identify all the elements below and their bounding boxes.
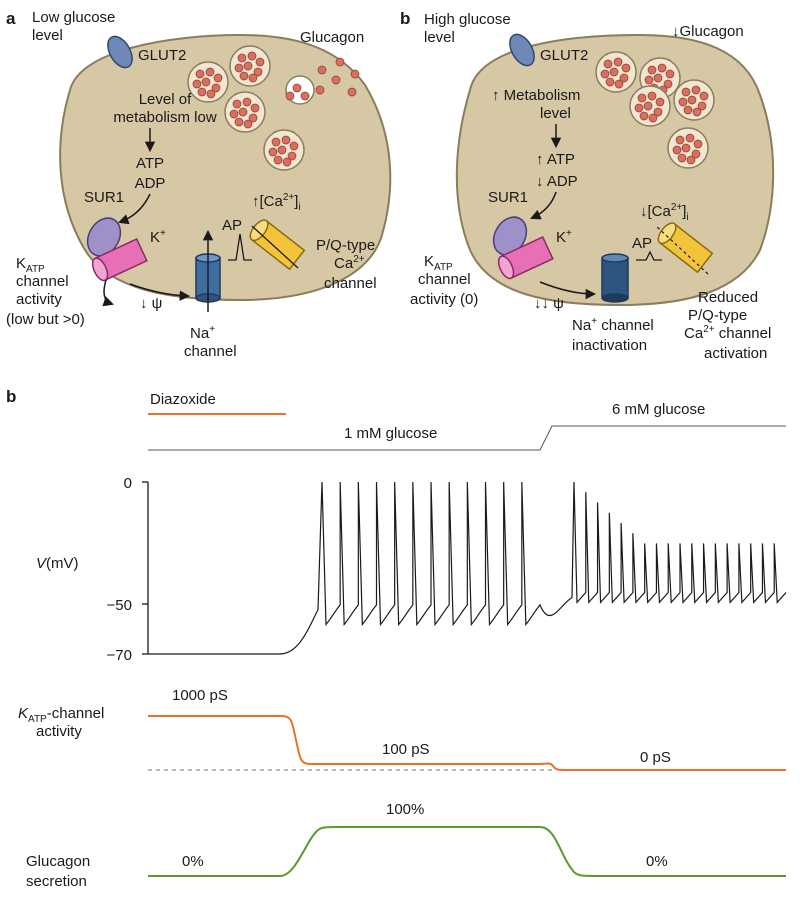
- granule-a-2: [229, 45, 271, 87]
- na-label-b-1: Na+ channel: [572, 316, 654, 334]
- panel-a-letter: a: [6, 9, 16, 28]
- granule-a-4: [263, 129, 305, 171]
- panel-b-letter: b: [400, 9, 410, 28]
- panel-b: b High glucose level GLUT2 ↓Glucagon ↑ M…: [400, 9, 775, 362]
- glut2-label-b: GLUT2: [540, 47, 588, 64]
- glut2-transporter-b: [509, 33, 535, 67]
- katp-value-100: 100 pS: [382, 741, 430, 758]
- granule-a-1: [187, 61, 229, 103]
- low-glucose-label-1: Low glucose: [32, 9, 115, 26]
- secretion-value-0-end: 0%: [646, 853, 668, 870]
- reduced-label-1: Reduced: [698, 289, 758, 306]
- reduced-label-3: Ca2+ channel: [684, 324, 771, 342]
- adp-label-a: ADP: [135, 175, 166, 192]
- metabolism-label-a-1: Level of: [139, 91, 192, 108]
- katp-activity-label-1: KATP-channel: [18, 705, 104, 725]
- pq-label-a-1: P/Q-type: [316, 237, 375, 254]
- secretion-value-0-start: 0%: [182, 853, 204, 870]
- glucagon-secretion-label-1: Glucagon: [26, 853, 90, 870]
- katp-activity-trace: [148, 715, 786, 771]
- katp-activity-label-2: activity: [36, 723, 82, 740]
- metabolism-label-b-1: ↑ Metabolism: [492, 87, 580, 104]
- k-plus-a: K+: [150, 228, 166, 246]
- glucagon-secretion-label-2: secretion: [26, 873, 87, 890]
- ca-label-b: ↓[Ca2+]i: [640, 202, 689, 223]
- glucagon-label-a: Glucagon: [300, 29, 364, 46]
- katp-label-b: KATP: [424, 253, 453, 273]
- high-glucose-label-1: High glucose: [424, 11, 511, 28]
- granule-b-1: [595, 51, 637, 93]
- sur1-label-b: SUR1: [488, 189, 528, 206]
- atp-label-a: ATP: [136, 155, 164, 172]
- ap-label-a: AP: [222, 217, 242, 234]
- glucagon-secretion-trace: [148, 826, 786, 877]
- katp-line-a-3: (low but >0): [6, 311, 85, 328]
- na-label-a-2: channel: [184, 343, 237, 360]
- pq-channel-b: [657, 222, 714, 274]
- pq-channel-a: [249, 219, 306, 271]
- v-axis-label: V(mV): [36, 555, 79, 572]
- katp-value-1000: 1000 pS: [172, 687, 228, 704]
- sur1-label-a: SUR1: [84, 189, 124, 206]
- reduced-label-4: activation: [704, 345, 767, 362]
- katp-line-b-2: activity (0): [410, 291, 478, 308]
- na-label-b-2: inactivation: [572, 337, 647, 354]
- atp-label-b: ↑ ATP: [536, 151, 575, 168]
- panel-a: a Low glucose level GLUT2 Glucagon Level…: [6, 9, 392, 360]
- granule-a-3: [224, 91, 266, 133]
- glucagon-label-b: ↓Glucagon: [672, 23, 744, 40]
- katp-label-a: KATP: [16, 255, 45, 275]
- panel-c-letter: b: [6, 387, 16, 406]
- katp-channel-b: [497, 235, 554, 280]
- v-tick-70: −70: [107, 647, 132, 664]
- katp-line-b-1: channel: [418, 271, 471, 288]
- granule-b-3: [629, 85, 671, 127]
- secretion-value-100: 100%: [386, 801, 424, 818]
- na-channel-b: [601, 253, 629, 303]
- ap-label-b: AP: [632, 235, 652, 252]
- v-tick-50: −50: [107, 597, 132, 614]
- sur1-a: [86, 217, 122, 257]
- pq-label-a-2: Ca2+: [334, 254, 365, 272]
- glut2-transporter-a: [107, 35, 133, 69]
- sur1-b: [492, 216, 528, 256]
- katp-line-a-2: activity: [16, 291, 62, 308]
- diazoxide-label: Diazoxide: [150, 391, 216, 408]
- glucose-1-label: 1 mM glucose: [344, 425, 437, 442]
- psi-label-b: ↓↓ ψ: [534, 295, 564, 312]
- pq-label-a-3: channel: [324, 275, 377, 292]
- low-glucose-label-2: level: [32, 27, 63, 44]
- panel-c: b Diazoxide 1 mM glucose 6 mM glucose V(…: [6, 387, 787, 890]
- na-label-a-1: Na+: [190, 324, 215, 342]
- glut2-label-a: GLUT2: [138, 47, 186, 64]
- glucose-6-label: 6 mM glucose: [612, 401, 705, 418]
- adp-label-b: ↓ ADP: [536, 173, 578, 190]
- katp-value-0: 0 pS: [640, 749, 671, 766]
- membrane-potential-trace: [148, 481, 787, 655]
- granule-b-4: [673, 79, 715, 121]
- ca-label-a: ↑[Ca2+]i: [252, 192, 301, 213]
- metabolism-label-b-2: level: [540, 105, 571, 122]
- k-plus-b: K+: [556, 228, 572, 246]
- high-glucose-label-2: level: [424, 29, 455, 46]
- reduced-label-2: P/Q-type: [688, 307, 747, 324]
- katp-line-a-1: channel: [16, 273, 69, 290]
- katp-channel-a: [91, 237, 148, 282]
- v-tick-0: 0: [124, 475, 132, 492]
- psi-label-a: ↓ ψ: [140, 295, 162, 312]
- granule-b-5: [667, 127, 709, 169]
- glucose-step-line: [148, 425, 786, 451]
- released-glucagon-a: [315, 57, 360, 97]
- metabolism-label-a-2: metabolism low: [113, 109, 217, 126]
